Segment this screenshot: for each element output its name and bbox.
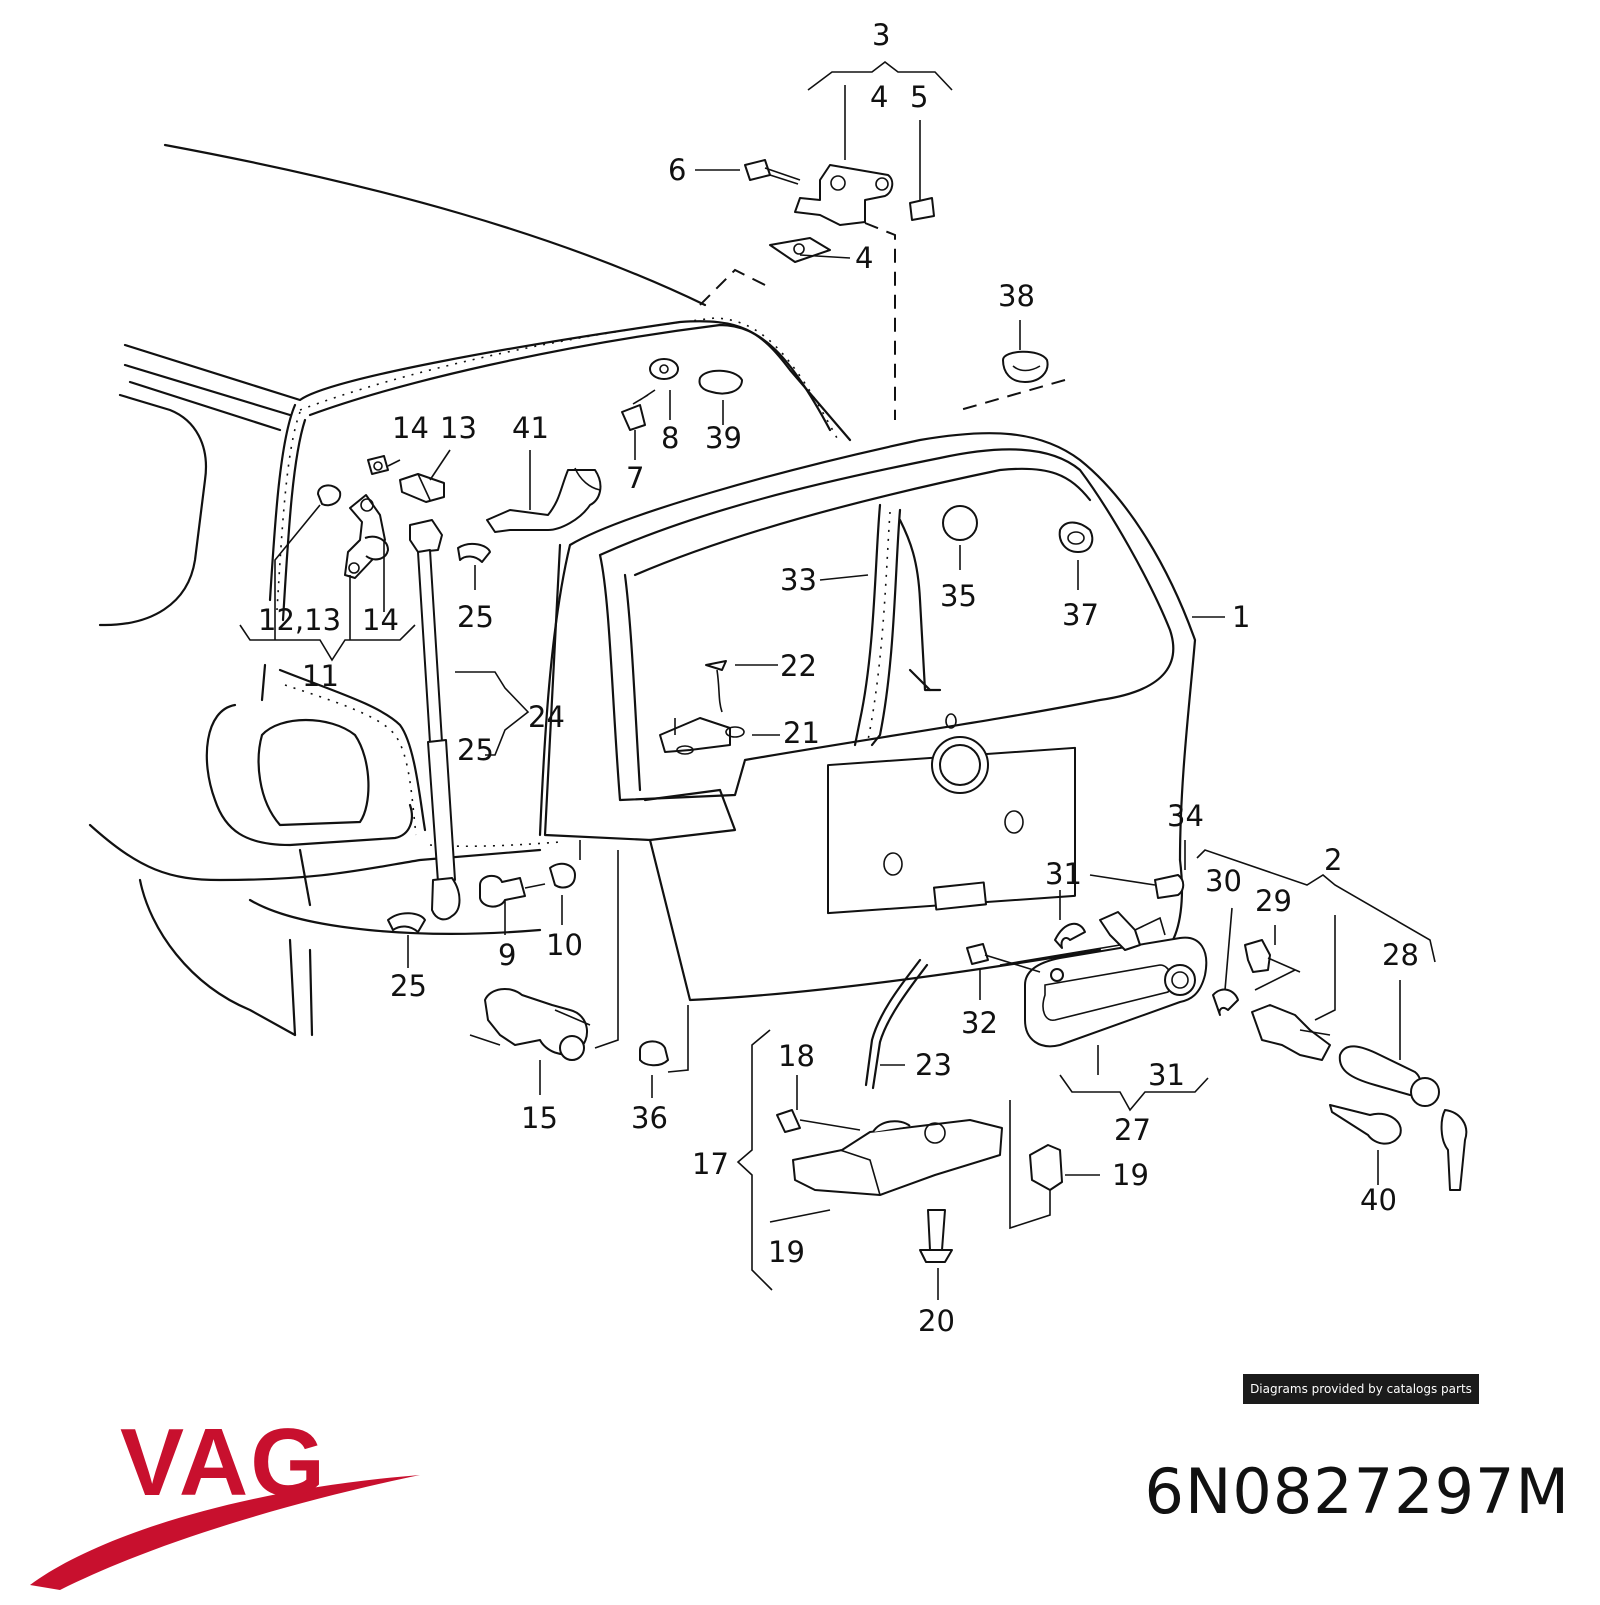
- strut-and-bracket: [317, 455, 491, 933]
- callout-10: 10: [546, 928, 583, 962]
- callout-37: 37: [1062, 598, 1099, 632]
- vag-logo: VAG: [0, 1400, 460, 1600]
- callout-6: 6: [668, 153, 686, 187]
- lower-hardware: [469, 862, 1063, 1263]
- hinge-assembly: [699, 159, 935, 420]
- callout-35: 35: [940, 579, 977, 613]
- callout-31: 31: [1045, 857, 1082, 891]
- callout-39: 39: [705, 421, 742, 455]
- callout-9: 9: [498, 938, 516, 972]
- callout-14: 14: [392, 411, 429, 445]
- callout-8: 8: [661, 421, 679, 455]
- callout-1: 1: [1232, 600, 1250, 634]
- callout-41: 41: [512, 411, 549, 445]
- vag-logo-text: VAG: [120, 1409, 327, 1516]
- callout-27: 27: [1114, 1113, 1151, 1147]
- callout-19: 19: [1112, 1158, 1149, 1192]
- callout-15: 15: [521, 1101, 558, 1135]
- leader-lines: [239, 60, 1436, 1300]
- callout-2: 2: [1324, 843, 1342, 877]
- callout-22: 22: [780, 649, 817, 683]
- callout-34: 34: [1167, 799, 1204, 833]
- callout-5: 5: [910, 80, 928, 114]
- part-number: 6N0827297M: [1144, 1455, 1570, 1528]
- callout-17: 17: [692, 1147, 729, 1181]
- callout-30: 30: [1205, 864, 1242, 898]
- callout-13: 13: [440, 411, 477, 445]
- diagram-credit-badge: Diagrams provided by catalogs parts: [1243, 1374, 1479, 1404]
- callout-3: 3: [872, 18, 890, 52]
- tailgate-panel: [538, 432, 1197, 1002]
- callout-40: 40: [1360, 1183, 1397, 1217]
- callout-32: 32: [961, 1006, 998, 1040]
- callout-21: 21: [783, 716, 820, 750]
- upper-hardware: [486, 350, 1066, 533]
- tailgate-inner-parts: [659, 503, 1094, 755]
- callout-12-13: 12,13: [258, 603, 341, 637]
- callout-38: 38: [998, 279, 1035, 313]
- callout-29: 29: [1255, 884, 1292, 918]
- callout-14: 14: [362, 603, 399, 637]
- vehicle-body: [88, 143, 852, 1037]
- callout-23: 23: [915, 1048, 952, 1082]
- callout-19: 19: [768, 1235, 805, 1269]
- callout-24: 24: [528, 700, 565, 734]
- callout-28: 28: [1382, 938, 1419, 972]
- callout-31: 31: [1148, 1058, 1185, 1092]
- callout-25: 25: [457, 733, 494, 767]
- callout-11: 11: [302, 659, 339, 693]
- callout-18: 18: [778, 1039, 815, 1073]
- callout-36: 36: [631, 1101, 668, 1135]
- callout-7: 7: [626, 461, 644, 495]
- lock-and-handle: [966, 874, 1468, 1191]
- callout-4: 4: [855, 241, 873, 275]
- callout-33: 33: [780, 563, 817, 597]
- callout-25: 25: [390, 969, 427, 1003]
- vag-logo-mark: VAG: [30, 1409, 420, 1590]
- callout-labels: 3 4 5 6 4 38 14 13 41 8 39 7 33 35 37 1 …: [258, 18, 1419, 1338]
- callout-4: 4: [870, 80, 888, 114]
- callout-25: 25: [457, 600, 494, 634]
- callout-20: 20: [918, 1304, 955, 1338]
